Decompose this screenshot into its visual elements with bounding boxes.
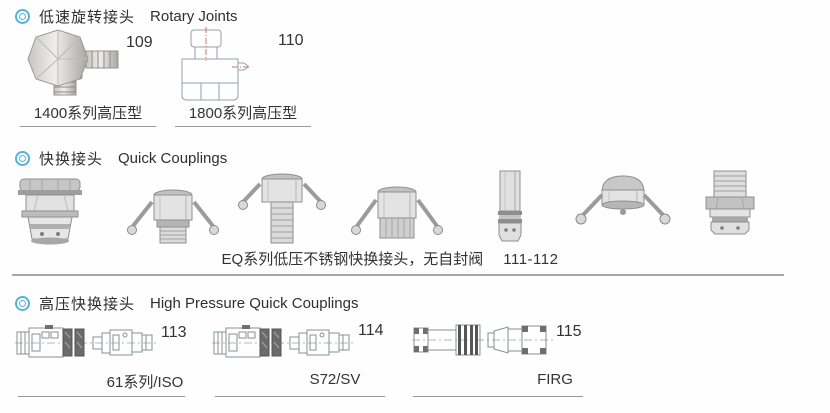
product-drawing-115 (412, 320, 554, 360)
item-caption-1800: 1800系列高压型 (188, 105, 298, 122)
product-drawing-110 (177, 27, 249, 103)
item-number-113: 113 (161, 324, 187, 341)
section-title-en: Quick Couplings (118, 150, 228, 167)
item-number-115: 115 (556, 323, 582, 340)
caption-range-number: 111-112 (503, 251, 559, 268)
product-drawing-114 (212, 322, 354, 362)
double-circle-bullet-icon (15, 296, 30, 311)
section-header-rotary: 低速旋转接头 Rotary Joints (15, 6, 238, 27)
product-photo-109 (14, 29, 126, 101)
section-title-zh: 快换接头 (39, 151, 104, 168)
quick-coupling-photo-2 (124, 188, 222, 245)
item-caption-61-iso: 61系列/ISO (106, 374, 184, 391)
section-header-high-pressure: 高压快换接头 High Pressure Quick Couplings (15, 293, 358, 314)
caption-underline (175, 126, 311, 127)
item-number-109: 109 (126, 34, 153, 51)
quick-coupling-photo-4 (348, 186, 446, 245)
section-title-en: High Pressure Quick Couplings (150, 295, 359, 312)
item-number-114: 114 (358, 322, 384, 339)
section-title-zh: 高压快换接头 (39, 296, 136, 313)
section-title-en: Rotary Joints (150, 8, 238, 25)
quick-coupling-photo-7 (698, 170, 762, 237)
caption-underline (20, 126, 156, 127)
section-divider (12, 274, 784, 276)
quick-coupling-photo-3 (238, 171, 326, 245)
double-circle-bullet-icon (15, 9, 30, 24)
quick-coupling-photo-5 (492, 170, 528, 242)
caption-underline (413, 396, 583, 397)
item-caption-s72-sv: S72/SV (309, 371, 361, 388)
double-circle-bullet-icon (15, 151, 30, 166)
quick-couplings-caption: EQ系列低压不锈钢快换接头，无自封阀 111-112 (150, 248, 630, 269)
item-caption-1400: 1400系列高压型 (33, 105, 143, 122)
caption-text: EQ系列低压不锈钢快换接头，无自封阀 (221, 251, 484, 268)
caption-underline (18, 396, 185, 397)
item-caption-firg: FIRG (537, 371, 573, 388)
quick-coupling-photo-6 (572, 172, 674, 229)
section-header-quick: 快换接头 Quick Couplings (15, 148, 227, 169)
product-drawing-113 (15, 322, 157, 362)
section-title-zh: 低速旋转接头 (39, 9, 136, 26)
caption-underline (215, 396, 385, 397)
quick-coupling-photo-1 (18, 177, 82, 245)
item-number-110: 110 (278, 32, 304, 49)
